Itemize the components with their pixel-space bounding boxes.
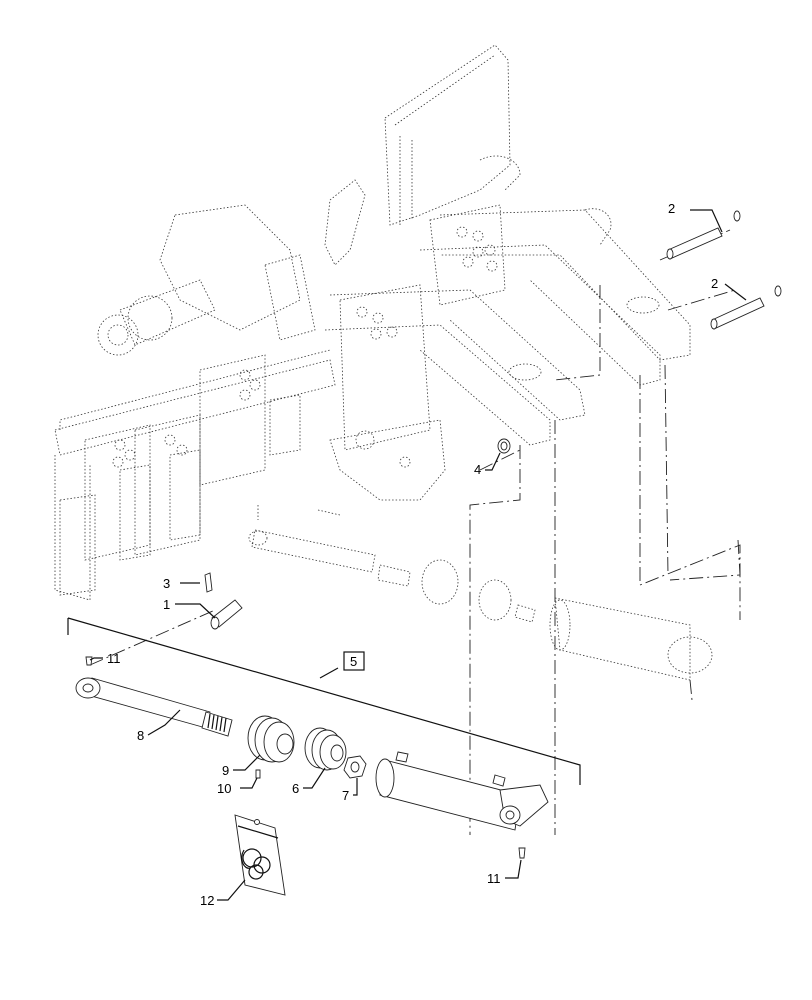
- callout-box-5: [343, 651, 365, 671]
- cylinder-barrel: [375, 751, 549, 831]
- callout-4: 4: [474, 462, 481, 477]
- callout-6: 6: [292, 781, 299, 796]
- callout-7: 7: [342, 788, 349, 803]
- gland: [304, 727, 347, 771]
- washer: [497, 438, 511, 454]
- bolt-hole-pattern: [112, 226, 498, 468]
- callout-10: 10: [217, 781, 231, 796]
- assembly-centerlines: [89, 229, 741, 835]
- callout-1: 1: [163, 597, 170, 612]
- piston-rod: [75, 677, 233, 737]
- set-screw: [255, 769, 261, 779]
- callout-2-lower: 2: [711, 276, 718, 291]
- kit-bracket-5: [67, 617, 581, 785]
- callout-2-upper: 2: [668, 201, 675, 216]
- callout-12: 12: [200, 893, 214, 908]
- grease-fitting-bottom: [518, 847, 526, 859]
- pin-lower: [710, 285, 782, 330]
- piston: [247, 715, 295, 763]
- callout-11-top: 11: [107, 651, 121, 666]
- callout-labels: 2 2 4 3 1 11 5 8 9 10 6 7 11 12: [107, 201, 718, 908]
- callout-11-bottom: 11: [487, 871, 501, 886]
- callout-9: 9: [222, 763, 229, 778]
- seal-kit-bag: [234, 814, 286, 896]
- grease-fitting-top: [85, 656, 93, 666]
- nut: [343, 755, 367, 779]
- leader-lines: [89, 209, 747, 901]
- callout-5: 5: [350, 654, 357, 669]
- frame-assembly: [54, 44, 691, 601]
- roll-pin: [204, 572, 213, 593]
- clevis-pin: [210, 599, 243, 630]
- callout-3: 3: [163, 576, 170, 591]
- callout-8: 8: [137, 728, 144, 743]
- pin-upper: [666, 210, 741, 260]
- installed-cylinder-ghost: [248, 505, 713, 681]
